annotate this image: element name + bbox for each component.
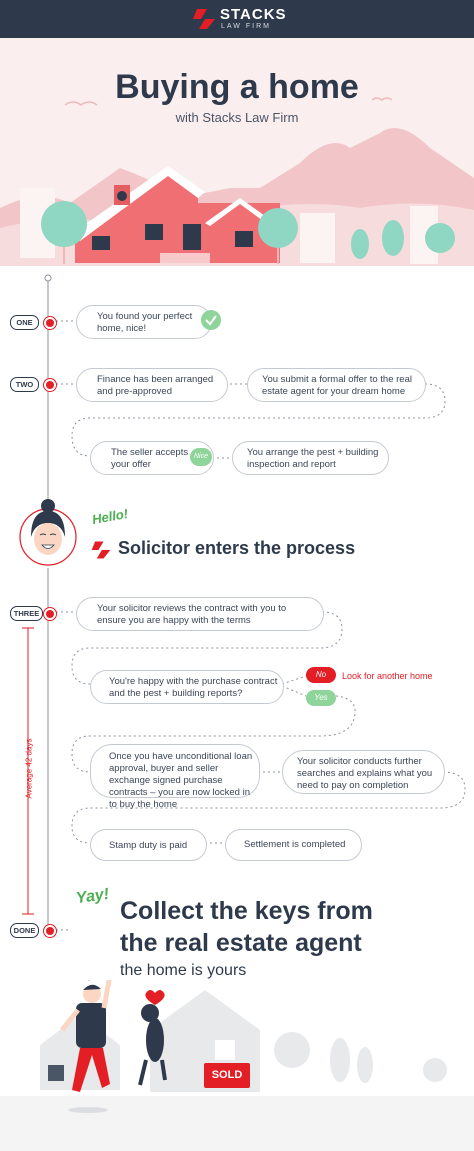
stage-tag-one: ONE bbox=[10, 315, 39, 330]
nice-badge: Nice bbox=[190, 448, 212, 466]
page-title: Buying a home bbox=[115, 68, 359, 106]
step-card: You arrange the pest + building inspecti… bbox=[232, 441, 389, 475]
heart-icon bbox=[145, 990, 165, 1005]
final-title-line2: the real estate agent bbox=[120, 929, 362, 957]
dog-icon bbox=[138, 1004, 167, 1086]
house-icon bbox=[70, 166, 280, 263]
stage-tag-two: TWO bbox=[10, 377, 39, 392]
timeline-dot bbox=[44, 317, 56, 329]
brand-name: STACKS bbox=[220, 6, 287, 23]
timeline-dot bbox=[44, 379, 56, 391]
step-card: Stamp duty is paid bbox=[90, 829, 207, 861]
step-card: Your solicitor reviews the contract with… bbox=[76, 597, 324, 631]
look-another-text: Look for another home bbox=[342, 671, 433, 681]
step-text: Once you have unconditional loan approva… bbox=[109, 751, 253, 810]
top-bar bbox=[0, 0, 474, 38]
yes-badge: Yes bbox=[306, 690, 336, 706]
step-text: Your solicitor reviews the contract with… bbox=[97, 603, 287, 626]
step-text: You're happy with the purchase contract … bbox=[109, 676, 278, 699]
step-card: Once you have unconditional loan approva… bbox=[90, 744, 260, 810]
step-card: You submit a formal offer to the real es… bbox=[247, 368, 426, 402]
step-text: You submit a formal offer to the real es… bbox=[262, 374, 412, 397]
stage-tag-three: THREE bbox=[10, 606, 43, 621]
step-text: Your solicitor conducts further searches… bbox=[297, 756, 433, 791]
avatar-icon bbox=[19, 499, 77, 566]
step-card: Finance has been arranged and pre-approv… bbox=[76, 368, 228, 402]
step-text: The seller accepts your offer bbox=[111, 447, 189, 470]
step-text: Settlement is completed bbox=[244, 839, 346, 850]
step-card: Settlement is completed bbox=[225, 829, 362, 861]
brand-subtitle: LAW FIRM bbox=[221, 23, 271, 30]
timeline-connectors bbox=[22, 274, 466, 931]
step-card: You're happy with the purchase contract … bbox=[90, 670, 284, 704]
page-subtitle: with Stacks Law Firm bbox=[175, 110, 299, 125]
final-title-line1: Collect the keys from bbox=[120, 897, 373, 925]
step-card: Your solicitor conducts further searches… bbox=[282, 750, 445, 794]
hero-illustration bbox=[0, 97, 474, 266]
stacks-logo-icon bbox=[193, 9, 215, 29]
timeline-dot bbox=[44, 608, 56, 620]
step-card: You found your perfect home, nice! bbox=[76, 305, 212, 339]
sold-sign: SOLD bbox=[204, 1063, 250, 1088]
hero-banner bbox=[0, 38, 474, 266]
section-title: Solicitor enters the process bbox=[118, 538, 356, 558]
final-subtitle: the home is yours bbox=[120, 962, 247, 979]
step-text: You arrange the pest + building inspecti… bbox=[247, 447, 379, 470]
step-text: Finance has been arranged and pre-approv… bbox=[97, 374, 214, 397]
no-badge: No bbox=[306, 667, 336, 683]
checkmark-icon bbox=[201, 310, 221, 330]
timeline-dot bbox=[44, 925, 56, 937]
dancing-person-icon bbox=[60, 980, 112, 1113]
tree-icon bbox=[41, 201, 455, 264]
average-days-label: Average 42 days bbox=[24, 738, 34, 799]
step-text: You found your perfect home, nice! bbox=[97, 311, 193, 334]
stacks-logo-icon bbox=[91, 541, 111, 559]
stage-tag-done: DONE bbox=[10, 923, 39, 938]
step-text: Stamp duty is paid bbox=[109, 840, 188, 851]
